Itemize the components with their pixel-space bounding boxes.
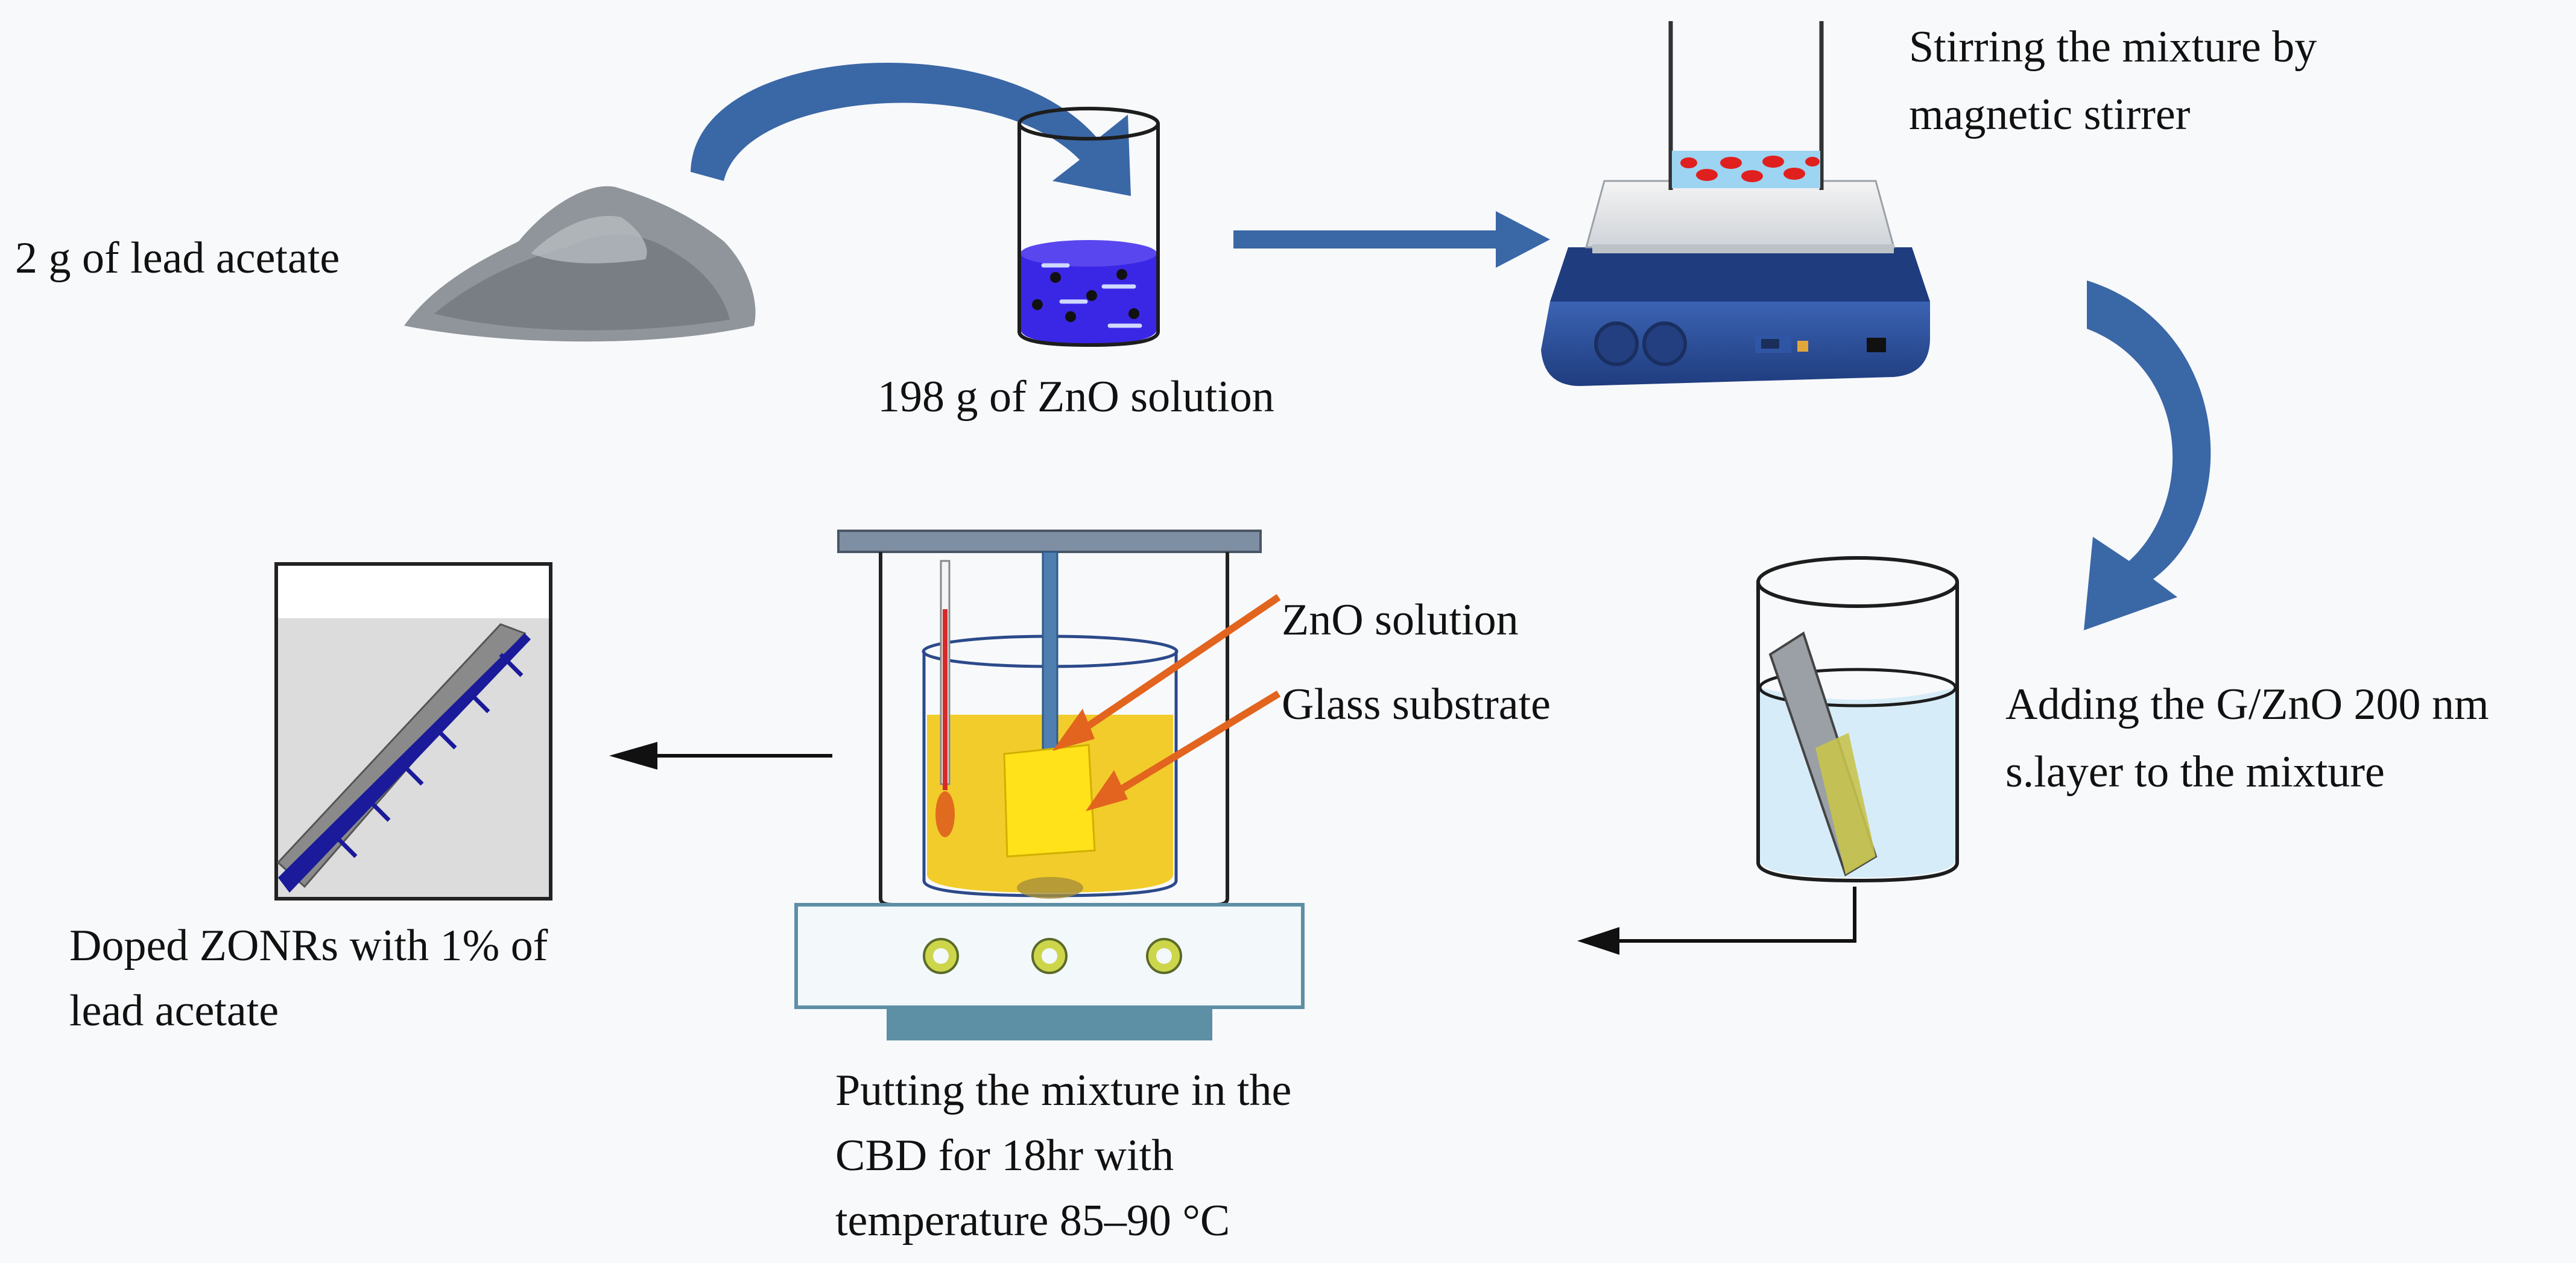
stirring-label-line-2: magnetic stirrer — [1909, 90, 2191, 139]
adding-label-line-2: s.layer to the mixture — [2005, 747, 2385, 797]
callout-zno-solution: ZnO solution — [1282, 595, 1519, 645]
cbd-label-line-3: temperature 85–90 °C — [835, 1196, 1230, 1246]
doped-zonr-sample — [274, 562, 552, 901]
zno-solution-label: 198 g of ZnO solution — [878, 372, 1274, 422]
lead-acetate-powder — [404, 186, 756, 342]
zno-solution-beaker — [1017, 107, 1160, 347]
curved-arrow-stirrer-to-beaker — [2084, 280, 2211, 630]
doped-label-line-1: Doped ZONRs with 1% of — [69, 921, 548, 970]
lead-acetate-label: 2 g of lead acetate — [15, 233, 340, 283]
stirring-label-line-1: Stirring the mixture by — [1909, 22, 2317, 72]
magnetic-stirrer — [1541, 21, 1930, 386]
substrate-beaker — [1756, 556, 1959, 883]
doped-label-line-2: lead acetate — [69, 986, 279, 1036]
adding-label-line-1: Adding the G/ZnO 200 nm — [2005, 680, 2489, 729]
curved-arrow-powder-to-beaker — [691, 62, 1131, 196]
arrow-cbd-to-result — [609, 742, 832, 770]
arrow-beaker-to-cbd — [1577, 887, 1856, 955]
callout-glass-substrate: Glass substrate — [1282, 680, 1551, 729]
arrow-beaker-to-stirrer — [1233, 211, 1550, 268]
cbd-apparatus — [794, 530, 1305, 1040]
cbd-label-line-1: Putting the mixture in the — [835, 1066, 1292, 1115]
cbd-label-line-2: CBD for 18hr with — [835, 1131, 1174, 1180]
